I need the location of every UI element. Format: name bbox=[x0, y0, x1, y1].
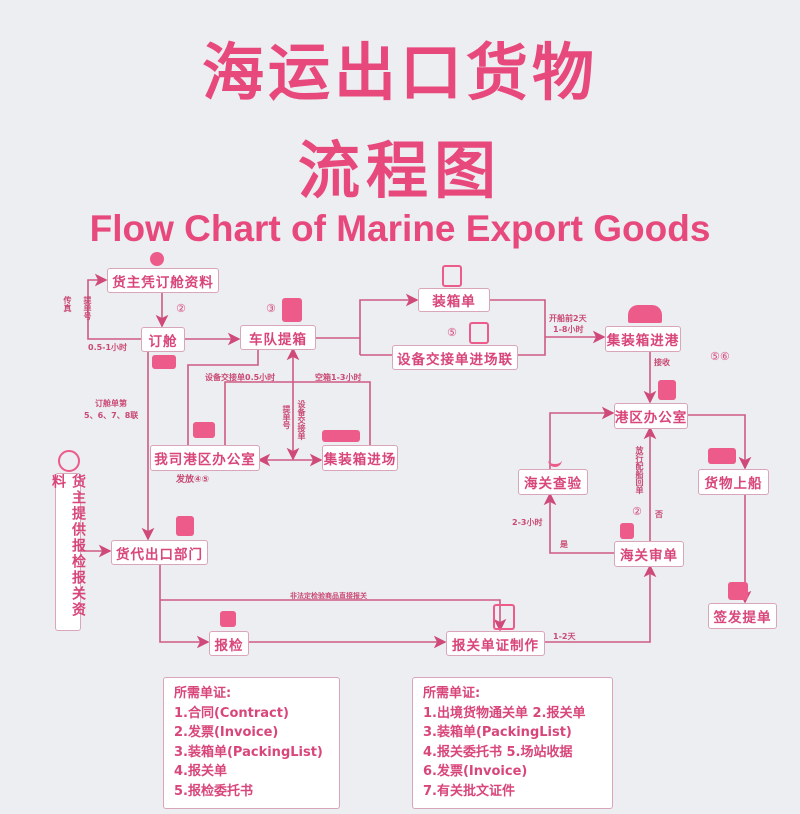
node-booking: 订舱 bbox=[141, 327, 185, 352]
arrow-fax bbox=[87, 273, 141, 340]
node-customs-review: 海关审单 bbox=[614, 541, 684, 567]
label-circle-2b: ② bbox=[632, 505, 642, 518]
label-eir-half: 设备交接单0.5小时 bbox=[205, 373, 276, 382]
label-fax: 传真 bbox=[63, 296, 72, 312]
label-bl-no-2: 提单号 bbox=[282, 405, 291, 429]
req-item: 1.出境货物通关单 2.报关单 bbox=[423, 705, 586, 721]
req-item: 2.发票(Invoice) bbox=[174, 725, 279, 740]
node-shipper-provides: 货主提供报检报关资料 bbox=[50, 473, 86, 631]
node-shipper-booking-docs: 货主凭订舱资料 bbox=[107, 268, 219, 293]
node-forwarder-export: 货代出口部门 bbox=[111, 540, 208, 565]
req-item: 5.报检委托书 bbox=[174, 783, 253, 799]
person-icon bbox=[150, 252, 164, 266]
scale-icon bbox=[493, 604, 515, 630]
label-booking-copies: 订舱单第 bbox=[95, 399, 127, 408]
title-en: Flow Chart of Marine Export Goods bbox=[89, 208, 711, 249]
label-circle-56: ⑤⑥ bbox=[710, 350, 730, 363]
label-receive: 接收 bbox=[654, 358, 670, 367]
req-item: 3.装箱单(PackingList) bbox=[174, 744, 323, 760]
title-cn-line1: 海运出口货物 bbox=[201, 36, 598, 109]
officer-icon bbox=[658, 380, 676, 400]
label-release: 放行配船回单 bbox=[635, 446, 644, 494]
anchor-icon bbox=[548, 448, 562, 467]
req-item: 4.报关委托书 5.场站收据 bbox=[423, 744, 573, 760]
requirements-left: 所需单证: 1.合同(Contract) 2.发票(Invoice) 3.装箱单… bbox=[163, 677, 340, 809]
label-circle-5: ⑤ bbox=[447, 326, 457, 339]
node-issue-bl: 签发提单 bbox=[708, 603, 777, 629]
label-eir: 设备交接单 bbox=[297, 400, 306, 440]
req-item: 1.合同(Contract) bbox=[174, 705, 289, 721]
req-item: 7.有关批文证件 bbox=[423, 783, 515, 799]
cargo-ship-icon bbox=[628, 305, 662, 323]
document-hand-icon bbox=[442, 265, 462, 287]
boat-icon bbox=[708, 448, 736, 464]
node-customs-inspection: 海关查验 bbox=[518, 469, 588, 495]
ship-icon bbox=[152, 355, 176, 369]
node-declaration-docs: 报关单证制作 bbox=[446, 631, 545, 656]
label-time: 0.5-1小时 bbox=[88, 343, 128, 352]
clerk-icon bbox=[176, 516, 194, 536]
building-icon bbox=[282, 298, 302, 322]
user-card-icon bbox=[58, 450, 80, 472]
ship-bl-icon bbox=[728, 582, 748, 600]
label-hours: 1-8小时 bbox=[553, 325, 584, 334]
node-eir-entry: 设备交接单进场联 bbox=[392, 345, 518, 370]
node-port-office: 港区办公室 bbox=[614, 403, 688, 429]
req-item: 3.装箱单(PackingList) bbox=[423, 725, 572, 740]
req-title: 所需单证: bbox=[423, 686, 481, 701]
label-issue: 发放④⑤ bbox=[176, 475, 210, 485]
label-booking-copies-2: 5、6、7、8联 bbox=[84, 411, 139, 420]
label-no: 否 bbox=[655, 510, 663, 519]
node-our-port-office: 我司港区办公室 bbox=[150, 445, 260, 471]
label-2-3h: 2-3小时 bbox=[512, 518, 543, 527]
document-gear-icon bbox=[469, 322, 489, 344]
req-title: 所需单证: bbox=[174, 686, 232, 701]
stamp-icon bbox=[220, 611, 236, 627]
label-direct-declare: 非法定检验商品直接报关 bbox=[290, 592, 367, 600]
node-fleet-pickup: 车队提箱 bbox=[240, 325, 316, 350]
label-empty-box: 空箱1-3小时 bbox=[315, 373, 362, 382]
label-circle-2: ② bbox=[176, 302, 186, 315]
crane-icon bbox=[322, 430, 360, 442]
node-inspection: 报检 bbox=[209, 631, 249, 656]
computer-icon bbox=[193, 422, 215, 438]
label-bl-no: 提单号 bbox=[83, 296, 92, 320]
node-container-entry: 集装箱进场 bbox=[322, 445, 398, 471]
node-container-into-port: 集装箱进港 bbox=[605, 326, 681, 352]
label-1-2-days: 1-2天 bbox=[553, 632, 576, 641]
req-item: 6.发票(Invoice) bbox=[423, 764, 528, 779]
label-circle-3: ③ bbox=[266, 302, 276, 315]
label-before-sail: 开船前2天 bbox=[549, 314, 587, 323]
node-cargo-loading: 货物上船 bbox=[698, 469, 769, 495]
search-doc-icon bbox=[620, 523, 634, 539]
req-item: 4.报关单 bbox=[174, 764, 227, 779]
title-cn-line2: 流程图 bbox=[297, 134, 502, 207]
requirements-right: 所需单证: 1.出境货物通关单 2.报关单 3.装箱单(PackingList)… bbox=[412, 677, 613, 809]
node-packing-list: 装箱单 bbox=[418, 288, 490, 312]
label-yes: 是 bbox=[560, 540, 568, 549]
